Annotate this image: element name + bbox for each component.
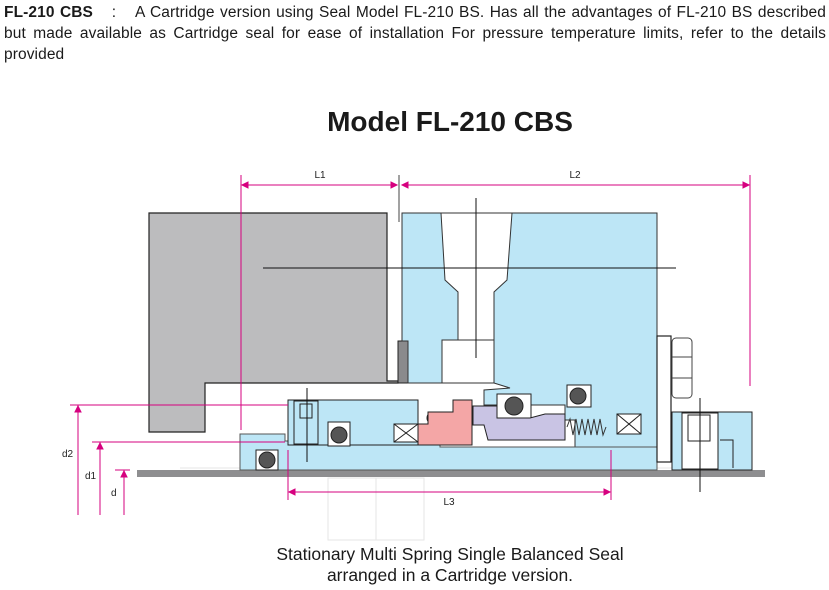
set-screw (293, 400, 319, 445)
dim-d2: d2 (62, 449, 74, 460)
dim-d1: d1 (85, 471, 97, 482)
background-grid (180, 467, 700, 541)
gland-plate (656, 335, 672, 463)
dim-l1: L1 (314, 170, 326, 181)
anti-rotation-pins (393, 413, 642, 443)
caption-line-1: Stationary Multi Spring Single Balanced … (276, 544, 624, 564)
stuffing-box (148, 212, 399, 433)
dim-l3: L3 (443, 497, 455, 508)
rotary-face (472, 405, 566, 441)
dimension-lines (70, 175, 751, 515)
dim-d: d (111, 488, 117, 499)
hex-nut (671, 337, 693, 399)
stationary-face (417, 399, 473, 446)
model-description: A Cartridge version using Seal Model FL-… (4, 4, 826, 63)
separator: : (111, 4, 117, 21)
caption-line-2: arranged in a Cartridge version. (326, 565, 574, 585)
shaft (137, 470, 765, 477)
figure-title: Model FL-210 CBS (327, 106, 573, 137)
dim-l2: L2 (569, 170, 581, 181)
gland-gasket (397, 340, 409, 384)
figure-caption: Stationary Multi Spring Single Balanced … (250, 544, 650, 586)
intro-paragraph: FL-210 CBS:A Cartridge version using Sea… (4, 2, 826, 65)
o-rings (255, 384, 592, 471)
model-name: FL-210 CBS (4, 4, 93, 21)
spring (566, 417, 607, 437)
port-plug (441, 339, 495, 384)
